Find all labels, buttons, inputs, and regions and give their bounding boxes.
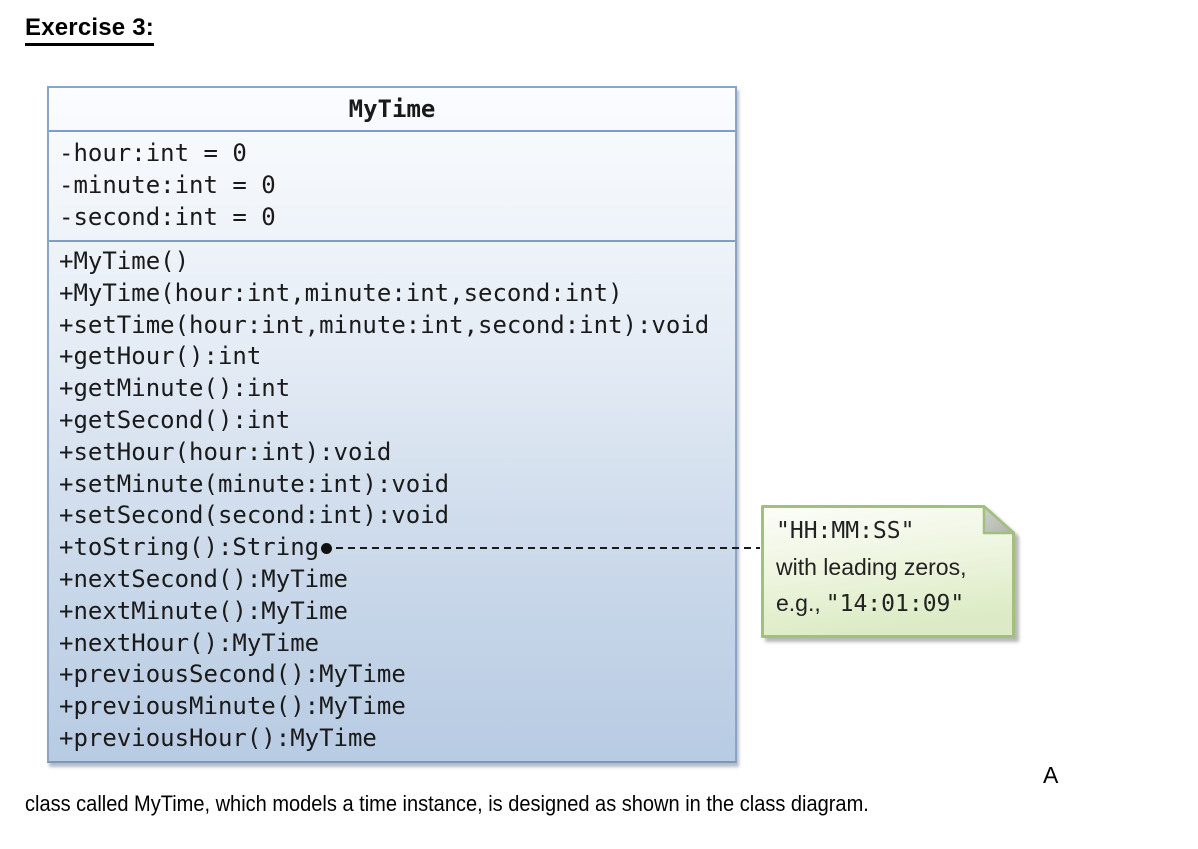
note-line-format: "HH:MM:SS" bbox=[776, 518, 915, 544]
dashed-connector-line bbox=[336, 547, 760, 550]
uml-method: +MyTime(hour:int,minute:int,second:int) bbox=[59, 278, 623, 307]
exercise-heading: Exercise 3: bbox=[25, 14, 154, 46]
uml-method: +MyTime() bbox=[59, 247, 190, 275]
note-example-prefix: e.g., bbox=[776, 590, 821, 616]
uml-method: +previousSecond():MyTime bbox=[59, 660, 406, 689]
uml-method: +getHour():int bbox=[59, 342, 262, 371]
connector-dot-icon bbox=[321, 542, 333, 554]
caption-text: class called MyTime, which models a time… bbox=[25, 791, 869, 816]
uml-class-box: MyTime -hour:int = 0 -minute:int = 0 -se… bbox=[47, 86, 760, 763]
uml-method: +nextHour():MyTime bbox=[59, 628, 320, 657]
uml-method: +previousHour():MyTime bbox=[59, 723, 377, 752]
note-line-example: e.g.,"14:01:09" bbox=[776, 585, 1015, 622]
uml-field: -minute:int = 0 bbox=[59, 171, 276, 199]
note-line-description: with leading zeros, bbox=[776, 554, 967, 580]
sticky-note-icon bbox=[761, 505, 1015, 638]
uml-fields-section: -hour:int = 0 -minute:int = 0 -second:in… bbox=[49, 130, 735, 240]
uml-field: -hour:int = 0 bbox=[59, 139, 247, 167]
uml-class-title: MyTime bbox=[348, 95, 436, 123]
uml-method: +nextSecond():MyTime bbox=[59, 564, 348, 593]
note-example-value: "14:01:09" bbox=[825, 591, 965, 617]
note-text: "HH:MM:SS" with leading zeros, e.g.,"14:… bbox=[761, 505, 1015, 638]
uml-method: +setTime(hour:int,minute:int,second:int)… bbox=[59, 310, 710, 339]
uml-method-tostring-row: +toString():String bbox=[59, 532, 760, 564]
note-callout: "HH:MM:SS" with leading zeros, e.g.,"14:… bbox=[761, 505, 1015, 638]
uml-method: +toString():String bbox=[59, 533, 320, 562]
page-marker: A bbox=[1043, 762, 1059, 788]
uml-method: +setSecond(second:int):void bbox=[59, 501, 450, 530]
uml-methods-section: +MyTime() +MyTime(hour:int,minute:int,se… bbox=[49, 240, 760, 761]
uml-method: +getSecond():int bbox=[59, 405, 291, 434]
uml-method: +setHour(hour:int):void bbox=[59, 437, 392, 466]
uml-method: +nextMinute():MyTime bbox=[59, 596, 348, 625]
uml-field: -second:int = 0 bbox=[59, 203, 276, 231]
uml-method: +getMinute():int bbox=[59, 374, 291, 403]
uml-method: +previousMinute():MyTime bbox=[59, 692, 406, 721]
uml-method: +setMinute(minute:int):void bbox=[59, 469, 450, 498]
